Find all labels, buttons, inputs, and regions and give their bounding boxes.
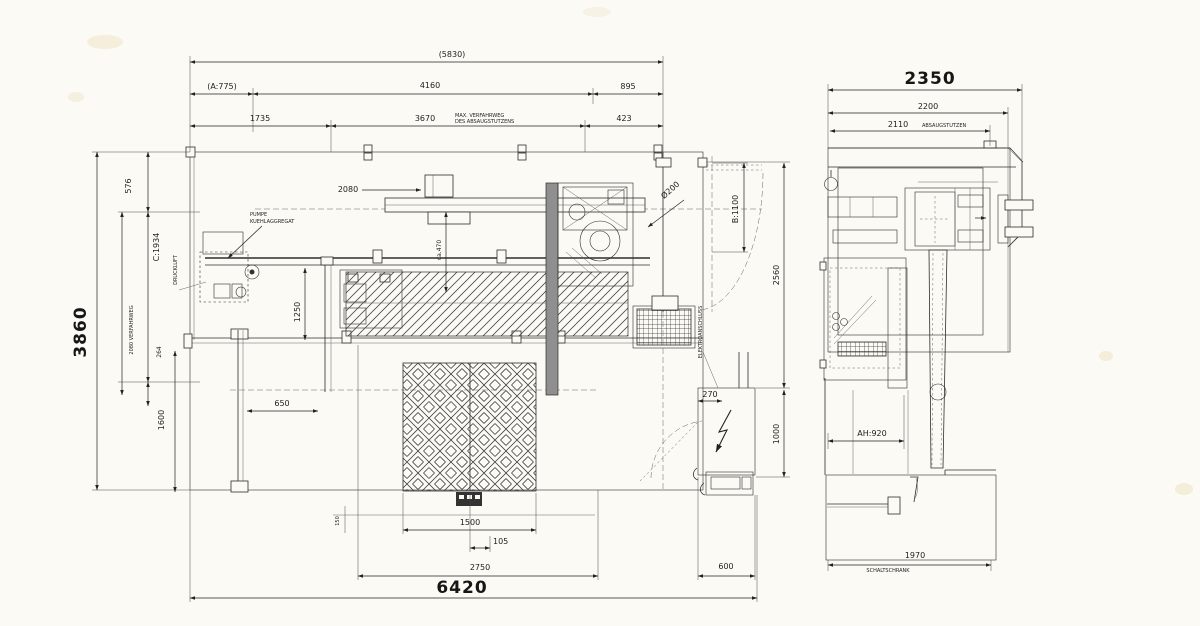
dim-1735: 1735 <box>250 114 270 123</box>
plan-view: (5830) (A:775) 4160 895 1735 3670 MAX. V… <box>71 50 790 602</box>
elektro-leader <box>702 351 719 389</box>
pump-cooling-unit <box>199 231 260 303</box>
dim-ca470: ca.470 <box>436 240 443 261</box>
dim-2110: 2110 <box>888 120 908 129</box>
electrical-box <box>697 352 756 496</box>
lower-rail <box>183 328 703 349</box>
saw-column <box>545 182 559 396</box>
dim-576: 576 <box>124 178 133 193</box>
plan-dimension-lines <box>92 56 790 602</box>
control-grid-box <box>632 305 696 349</box>
dim-270: 270 <box>702 390 717 399</box>
prong-upper <box>1004 199 1034 211</box>
dia200-leader-arrow <box>647 199 685 228</box>
dim-1500: 1500 <box>460 518 480 527</box>
dim-4160: 4160 <box>420 81 440 90</box>
label-pumpe: PUMPE <box>250 212 267 218</box>
label-druckluft: DRUCKLUFT <box>173 254 179 285</box>
lower-door-arc <box>650 420 703 479</box>
dim-ah920: AH:920 <box>857 429 886 438</box>
dim-105: 105 <box>493 537 508 546</box>
door-swing-arc <box>699 172 764 311</box>
dim-overall: (5830) <box>439 50 466 59</box>
door-assembly <box>639 152 764 496</box>
label-schaltschrank: SCHALTSCHRANK <box>866 568 910 574</box>
dim-verfahrweg-2080: 2080 VERFAHRWEG <box>129 305 135 354</box>
dim-6420: 6420 <box>436 578 487 598</box>
label-kuehlaggregat: KUEHLAGGREGAT <box>250 219 295 225</box>
travel-note-line2: DES ABSAUGSTUTZENS <box>455 119 514 125</box>
label-elektroanschluss: ELEKTROANSCHLUSS <box>698 306 704 359</box>
dim-150: 150 <box>335 516 341 526</box>
wall-clamp-icons <box>185 144 663 161</box>
dim-2200: 2200 <box>918 102 938 111</box>
dim-650: 650 <box>274 399 289 408</box>
dim-2080: 2080 <box>338 185 358 194</box>
lightning-bolt-icon <box>715 409 732 453</box>
knob-icon <box>824 177 838 191</box>
plan-dimension-texts: (5830) (A:775) 4160 895 1735 3670 MAX. V… <box>71 50 781 598</box>
dim-b1100: B:1100 <box>731 195 740 224</box>
side-cabinet <box>819 257 907 381</box>
dim-3860: 3860 <box>71 306 91 357</box>
hook-icon <box>699 482 706 496</box>
blade-exit <box>910 476 919 503</box>
paper-smudges <box>68 7 1193 495</box>
drive-box <box>424 174 454 198</box>
dim-1000: 1000 <box>772 424 781 444</box>
bolt-head <box>887 496 901 515</box>
side-machine <box>819 140 1034 561</box>
dim-1600: 1600 <box>157 410 166 430</box>
dim-2750: 2750 <box>470 563 490 572</box>
guide-rail <box>205 249 650 266</box>
side-dimension-lines <box>827 84 1023 571</box>
dim-2560: 2560 <box>772 265 781 285</box>
gearbox-unit <box>904 181 998 251</box>
cylinder-unit <box>827 196 898 218</box>
prong-lower <box>1004 226 1034 238</box>
dim-1250: 1250 <box>293 302 302 322</box>
travel-note-line1: MAX. VERFAHRWEG <box>455 113 504 119</box>
pump-leader-arrow <box>227 225 263 259</box>
dim-a775: (A:775) <box>207 82 237 91</box>
dim-2350: 2350 <box>904 69 955 89</box>
dim-895: 895 <box>620 82 635 91</box>
dim-600: 600 <box>718 562 733 571</box>
side-dimension-texts: 2350 2200 2110 ABSAUGSTUTZEN AH:920 1970… <box>857 69 966 574</box>
operator-console <box>705 471 754 496</box>
plan-machine <box>183 144 764 506</box>
druckluft-leader <box>178 281 207 291</box>
base-pedestal <box>825 469 997 561</box>
hook-icon <box>692 467 699 481</box>
side-view: 2350 2200 2110 ABSAUGSTUTZEN AH:920 1970… <box>819 69 1034 574</box>
saw-head-unit <box>557 182 634 287</box>
dim-c1934: C:1934 <box>152 233 161 262</box>
side-body <box>827 147 1011 353</box>
dim-3670: 3670 <box>415 114 435 123</box>
label-absaugstutzen: ABSAUGSTUTZEN <box>922 123 967 129</box>
saw-blade <box>928 249 948 469</box>
hatched-table <box>345 271 629 337</box>
dim-423: 423 <box>616 114 631 123</box>
dim-264: 264 <box>156 346 163 358</box>
floor-plate <box>402 362 537 506</box>
dim-1970: 1970 <box>905 551 925 560</box>
vent-grill <box>837 341 887 357</box>
